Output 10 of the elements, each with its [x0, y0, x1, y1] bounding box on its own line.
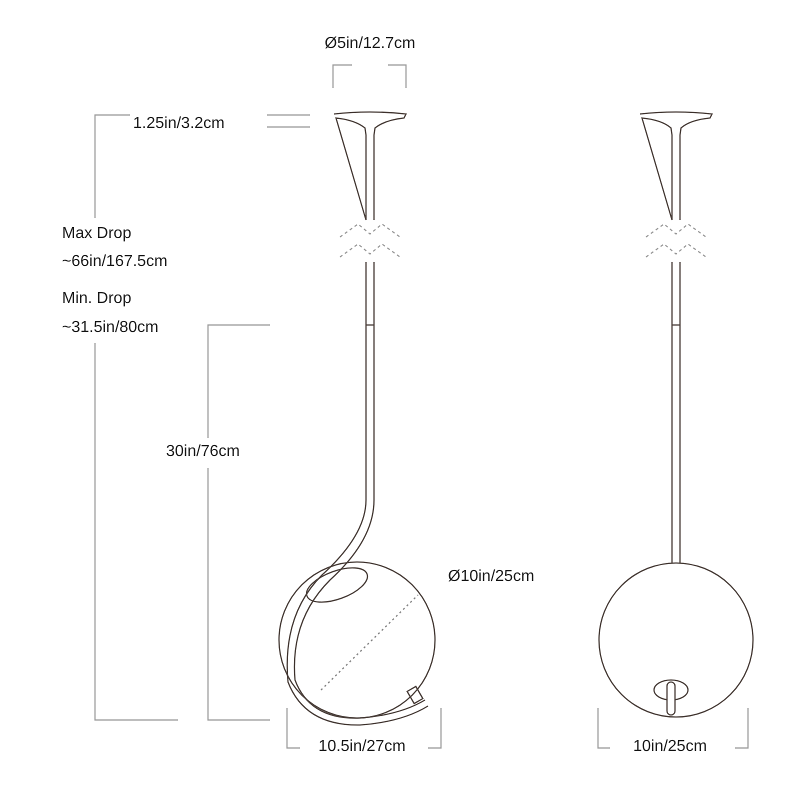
dimension-label: 10.5in/27cm — [318, 737, 406, 757]
dimension-label: Max Drop — [62, 224, 132, 244]
dimension-label: 10in/25cm — [633, 737, 707, 757]
dimension-label: ~31.5in/80cm — [62, 318, 159, 338]
dimension-label: Ø10in/25cm — [448, 567, 534, 587]
dimension-label: Min. Drop — [62, 289, 132, 309]
dimension-label: Ø5in/12.7cm — [324, 34, 416, 54]
dimension-label: 1.25in/3.2cm — [133, 114, 225, 134]
dimension-label: ~66in/167.5cm — [62, 252, 168, 272]
dimension-label: 30in/76cm — [166, 442, 240, 462]
